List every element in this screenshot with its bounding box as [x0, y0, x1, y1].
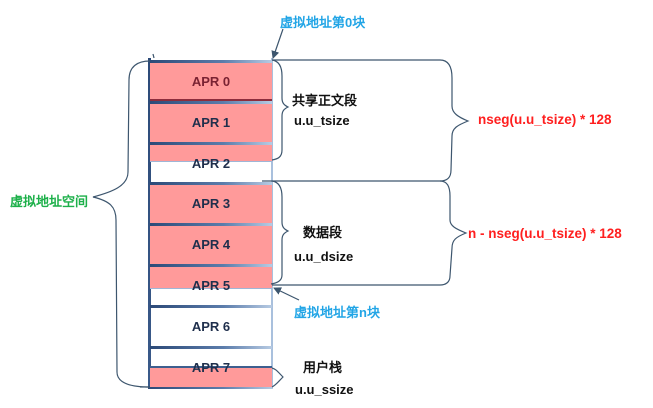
apr-row: APR 2 — [150, 142, 272, 183]
apr-label: APR 5 — [191, 278, 231, 293]
data-segment-brace — [270, 180, 290, 285]
stack-segment-size: u.u_ssize — [295, 382, 354, 397]
apr-column: APR 0 APR 1 APR 2 APR 3 APR 4 APR 5 — [148, 58, 273, 389]
apr-row: APR 0 — [150, 60, 272, 101]
row-fill — [150, 365, 272, 387]
apr-label: APR 2 — [191, 156, 231, 171]
stack-segment-brace — [271, 367, 284, 388]
text-segment-name: 共享正文段 — [292, 93, 358, 108]
text-segment-formula: nseg(u.u_tsize) * 128 — [478, 112, 612, 127]
data-segment-size-brace — [439, 180, 468, 286]
block-n-arrow — [273, 287, 300, 301]
text-segment-size: u.u_tsize — [294, 113, 350, 128]
row-fill — [150, 60, 272, 101]
apr-label: APR 3 — [191, 196, 231, 211]
apr-row: APR 5 — [150, 264, 272, 305]
address-space-brace — [92, 60, 151, 388]
apr-label: APR 1 — [191, 115, 231, 130]
apr-label: APR 7 — [191, 360, 231, 375]
row-separator — [150, 182, 272, 185]
row-separator — [150, 60, 272, 63]
row-separator — [150, 142, 272, 145]
stack-segment-name: 用户栈 — [303, 360, 343, 375]
text-segment-size-brace — [439, 59, 470, 182]
row-fill — [150, 223, 272, 264]
apr-row: APR 7 — [150, 346, 272, 387]
apr-row: APR 6 — [150, 305, 272, 346]
row-fill — [150, 182, 272, 223]
virtual-address-space-label: 虚拟地址空间 — [10, 194, 89, 209]
row-fill — [150, 264, 272, 289]
apr-row: APR 1 — [150, 101, 272, 142]
row-separator — [150, 305, 272, 308]
apr-label: APR 6 — [191, 319, 231, 334]
data-segment-formula: n - nseg(u.u_tsize) * 128 — [468, 226, 622, 241]
apr-label: APR 4 — [191, 237, 231, 252]
data-segment-name: 数据段 — [303, 225, 343, 240]
data-segment-size: u.u_dsize — [294, 249, 354, 264]
text-segment-brace — [271, 59, 290, 161]
row-fill — [150, 101, 272, 142]
row-separator — [150, 101, 272, 104]
apr-row: APR 3 — [150, 182, 272, 223]
top-tick — [152, 53, 155, 59]
block-0-label: 虚拟地址第0块 — [280, 15, 366, 30]
row-fill — [150, 142, 272, 162]
row-separator — [150, 346, 272, 349]
apr-label: APR 0 — [191, 74, 231, 89]
block-0-arrow — [271, 28, 284, 59]
row-separator — [150, 223, 272, 226]
column-bottom-border — [148, 386, 273, 389]
block-n-label: 虚拟地址第n块 — [294, 305, 380, 320]
apr-row: APR 4 — [150, 223, 272, 264]
row-separator — [150, 264, 272, 267]
